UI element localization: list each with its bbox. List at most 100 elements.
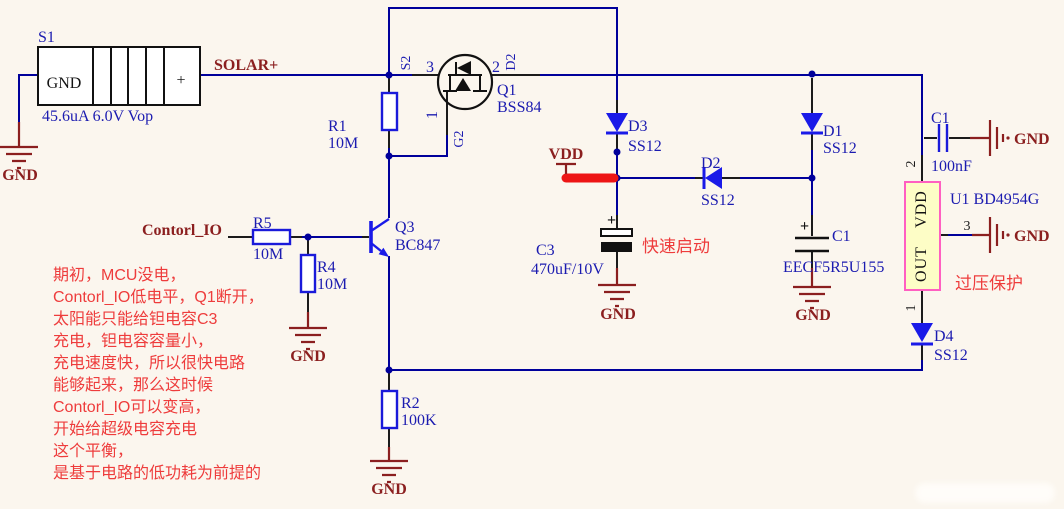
r2-value: 100K xyxy=(401,412,437,429)
gnd-symbol-supercap[interactable]: GND xyxy=(793,285,831,324)
s1-plus-terminal: + xyxy=(176,72,185,89)
r4-refdes: R4 xyxy=(317,259,336,276)
u1-pin-name-out: OUT xyxy=(913,246,930,282)
annotation-line: 期初，MCU没电， xyxy=(53,267,186,284)
annotation-line: 充电速度快，所以很快电路 xyxy=(53,355,246,372)
gnd-label: GND xyxy=(290,348,326,365)
diode-d2[interactable]: D2 SS12 xyxy=(701,155,735,209)
junction-dot xyxy=(613,148,621,156)
s1-value: 45.6uA 6.0V Vop xyxy=(42,108,153,125)
ic-u1[interactable]: VDD OUT 2 3 1 U1 BD4954G xyxy=(904,161,1040,312)
q1-pin-d-num: 2 xyxy=(492,59,500,76)
d2-refdes: D2 xyxy=(701,155,721,172)
mosfet-body-arrow xyxy=(457,61,471,75)
q1-pin-g-name: G2 xyxy=(452,130,467,147)
d4-refdes: D4 xyxy=(934,328,954,345)
q1-pin-s-num: 3 xyxy=(426,59,434,76)
resistor-r2[interactable]: R2 100K xyxy=(380,389,437,430)
gnd-symbol-c1[interactable]: GND xyxy=(988,120,1050,156)
annotation-line: 是基于电路的低功耗为前提的 xyxy=(53,465,262,482)
u1-pin-num-3: 3 xyxy=(964,219,971,234)
gnd-symbol-r4[interactable]: GND xyxy=(289,326,327,365)
q1-pin-s-name: S2 xyxy=(399,56,414,71)
vdd-power-port[interactable]: VDD xyxy=(549,146,619,183)
junction-dots xyxy=(304,70,816,374)
d4-value: SS12 xyxy=(934,347,968,364)
junction-dot xyxy=(808,70,816,78)
gnd-symbol-solar[interactable]: GND xyxy=(0,145,38,184)
d2-value: SS12 xyxy=(701,192,735,209)
s1-cell-label: GND xyxy=(47,75,82,92)
q3-emitter-arrow xyxy=(378,247,389,257)
annotation-line: 开始给超级电容充电 xyxy=(53,421,198,438)
annotation-line: 太阳能只能给钽电容C3 xyxy=(53,311,218,328)
solar-cell-s1[interactable]: S1 GND + 45.6uA 6.0V Vop xyxy=(37,29,201,125)
c1-value: 100nF xyxy=(931,158,972,175)
u1-pin-num-1: 1 xyxy=(904,305,919,312)
gnd-label: GND xyxy=(795,307,831,324)
d3-value: SS12 xyxy=(628,138,662,155)
r1-refdes: R1 xyxy=(328,118,347,135)
supercap-value: EECF5R5U155 xyxy=(783,259,884,276)
q1-pin-d-name: D2 xyxy=(504,53,519,70)
diode-d1[interactable]: D1 SS12 xyxy=(801,113,857,157)
c3-polarity-plus: + xyxy=(607,212,616,229)
u1-pin-num-2: 2 xyxy=(904,161,919,168)
r2-refdes: R2 xyxy=(401,395,420,412)
r1-value: 10M xyxy=(328,135,358,152)
diode-d4[interactable]: D4 SS12 xyxy=(911,323,968,364)
r5-value: 10M xyxy=(253,246,283,263)
capacitor-c1-100nf[interactable]: C1 100nF xyxy=(931,110,972,175)
annotation-overvoltage: 过压保护 xyxy=(955,274,1023,293)
supercap-c1[interactable]: + C1 EECF5R5U155 xyxy=(783,218,884,276)
annotation-line: Contorl_IO可以变高， xyxy=(53,399,211,416)
s1-refdes: S1 xyxy=(38,29,55,46)
supercap-polarity-plus: + xyxy=(800,218,809,235)
u1-refdes: U1 BD4954G xyxy=(950,191,1040,208)
q1-pin-g-num: 1 xyxy=(424,111,441,119)
resistor-r5[interactable]: R5 10M xyxy=(251,215,292,263)
q3-refdes: Q3 xyxy=(395,219,415,236)
erased-watermark xyxy=(915,483,1055,503)
c1-refdes: C1 xyxy=(931,110,950,127)
supercap-refdes: C1 xyxy=(832,228,851,245)
annotation-line: 能够起来，那么这时候 xyxy=(53,377,214,394)
junction-dot xyxy=(385,152,393,160)
capacitor-c3[interactable]: + C3 470uF/10V xyxy=(531,212,633,278)
mosfet-channel-arrow xyxy=(455,78,471,91)
gnd-label: GND xyxy=(2,167,38,184)
net-label-control-io[interactable]: Contorl_IO xyxy=(142,222,222,239)
resistor-r4[interactable]: R4 10M xyxy=(299,253,347,294)
q1-refdes: Q1 xyxy=(497,82,517,99)
annotation-line: 这个平衡， xyxy=(53,443,134,460)
gnd-label: GND xyxy=(1014,228,1050,245)
r4-value: 10M xyxy=(317,276,347,293)
gnd-symbol-c3[interactable]: GND xyxy=(598,283,636,323)
gnd-symbol-r2[interactable]: GND xyxy=(370,459,408,498)
c3-refdes: C3 xyxy=(536,242,555,259)
junction-dot xyxy=(808,174,816,182)
c3-value: 470uF/10V xyxy=(531,261,604,278)
junction-dot xyxy=(385,71,393,79)
gnd-label: GND xyxy=(600,306,636,323)
d1-value: SS12 xyxy=(823,140,857,157)
u1-pin-name-vdd: VDD xyxy=(913,190,930,228)
r5-refdes: R5 xyxy=(253,215,272,232)
annotation-line: Contorl_IO低电平，Q1断开， xyxy=(53,289,264,306)
mosfet-q1[interactable]: S2 3 2 D2 1 G2 Q1 BSS84 xyxy=(399,53,541,147)
resistor-r1[interactable]: R1 10M xyxy=(328,91,399,152)
transistor-q3[interactable]: Q3 BC847 xyxy=(369,218,440,257)
d3-refdes: D3 xyxy=(628,118,648,135)
diode-d3[interactable]: D3 SS12 xyxy=(606,113,662,155)
junction-dot xyxy=(304,233,312,241)
annotation-quick-start: 快速启动 xyxy=(642,237,710,256)
gnd-label: GND xyxy=(371,481,407,498)
gnd-symbol-u1-pin3[interactable]: GND xyxy=(988,217,1050,253)
d1-refdes: D1 xyxy=(823,123,843,140)
wires xyxy=(17,7,989,461)
net-label-solar[interactable]: SOLAR+ xyxy=(214,57,278,74)
q1-value: BSS84 xyxy=(497,99,541,116)
gnd-label: GND xyxy=(1014,131,1050,148)
q3-value: BC847 xyxy=(395,237,440,254)
